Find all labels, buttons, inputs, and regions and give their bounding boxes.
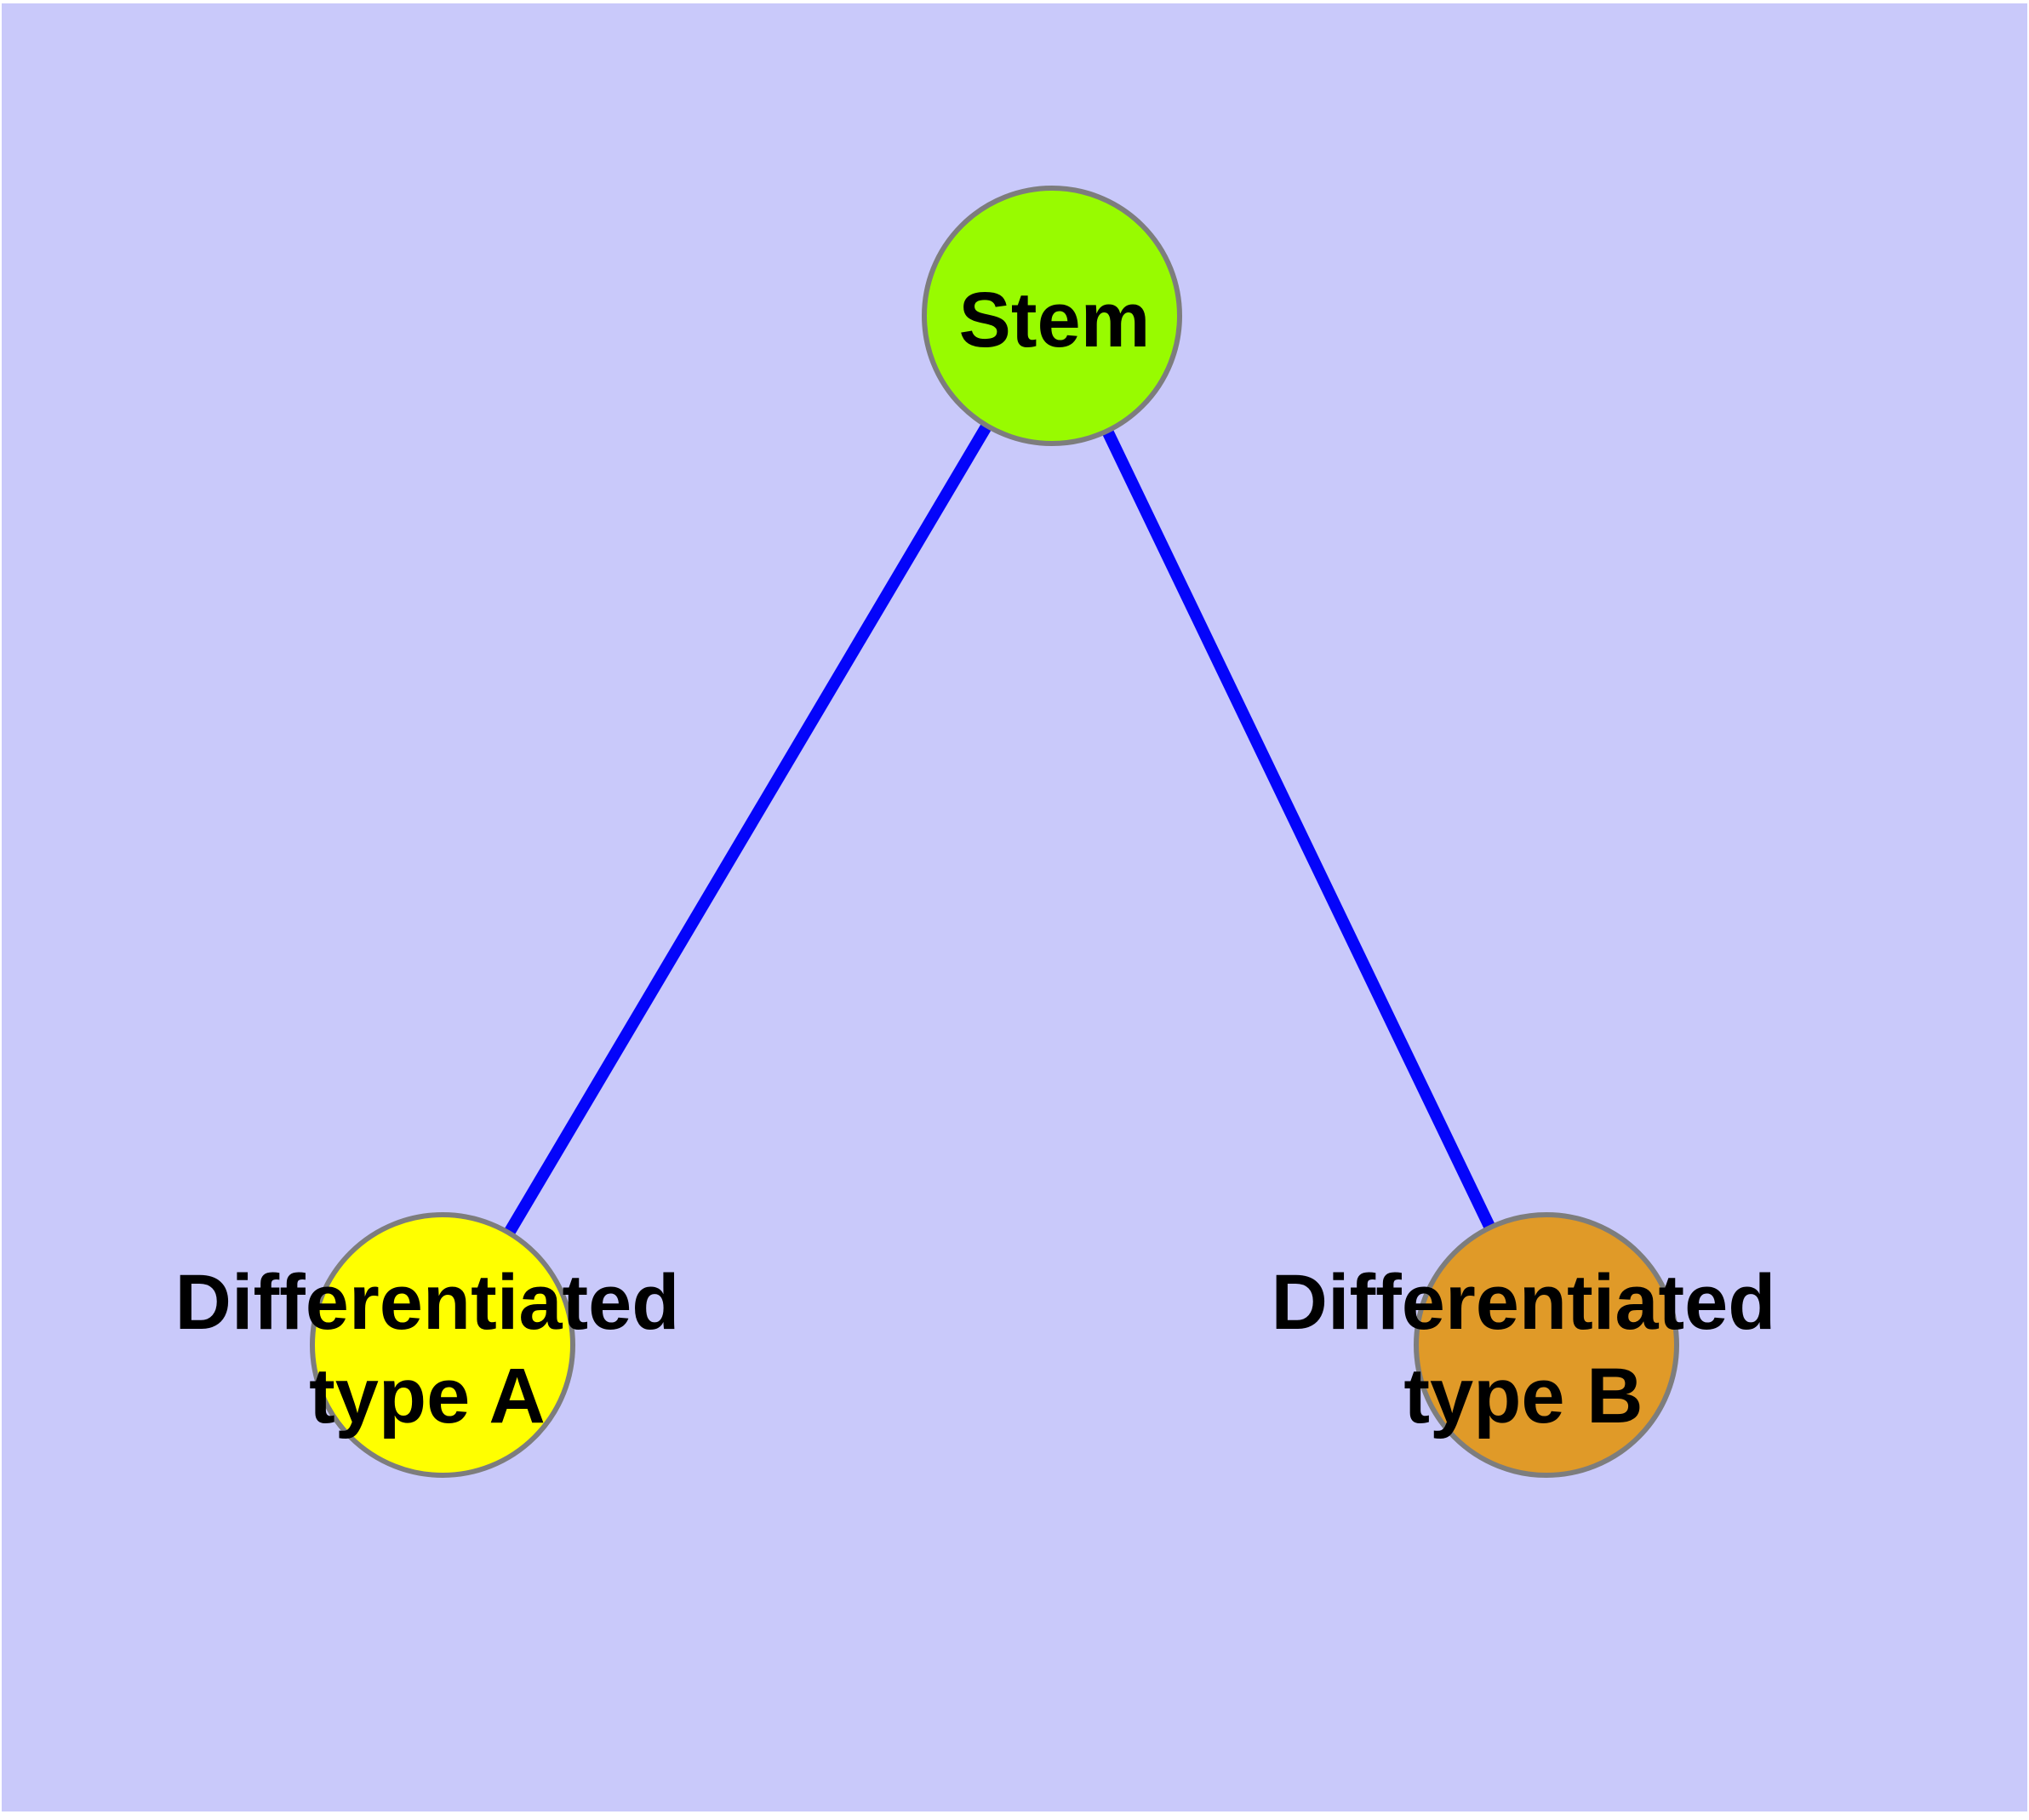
node-stem-circle[interactable] xyxy=(922,186,1182,446)
node-differentiated-type-b-label-line2: type B xyxy=(1403,1353,1643,1439)
edge-stem-to-type-b[interactable] xyxy=(1046,312,1552,1348)
graph-canvas xyxy=(310,186,1679,1478)
node-stem-label: Stem xyxy=(958,277,1151,363)
node-differentiated-type-a-label: Differentiated type A xyxy=(175,1256,680,1443)
node-differentiated-type-a-circle[interactable] xyxy=(310,1212,575,1478)
node-differentiated-type-b-label-line1: Differentiated xyxy=(1271,1259,1776,1346)
node-differentiated-type-b-circle[interactable] xyxy=(1414,1212,1679,1478)
node-differentiated-type-a-label-line1: Differentiated xyxy=(174,1259,680,1346)
diagram-canvas: Stem Differentiated type A Differentiate… xyxy=(2,3,2027,1811)
node-differentiated-type-a-label-line2: type A xyxy=(309,1353,546,1439)
node-differentiated-type-b-label: Differentiated type B xyxy=(1272,1256,1776,1443)
edge-stem-to-type-a[interactable] xyxy=(437,312,1058,1348)
